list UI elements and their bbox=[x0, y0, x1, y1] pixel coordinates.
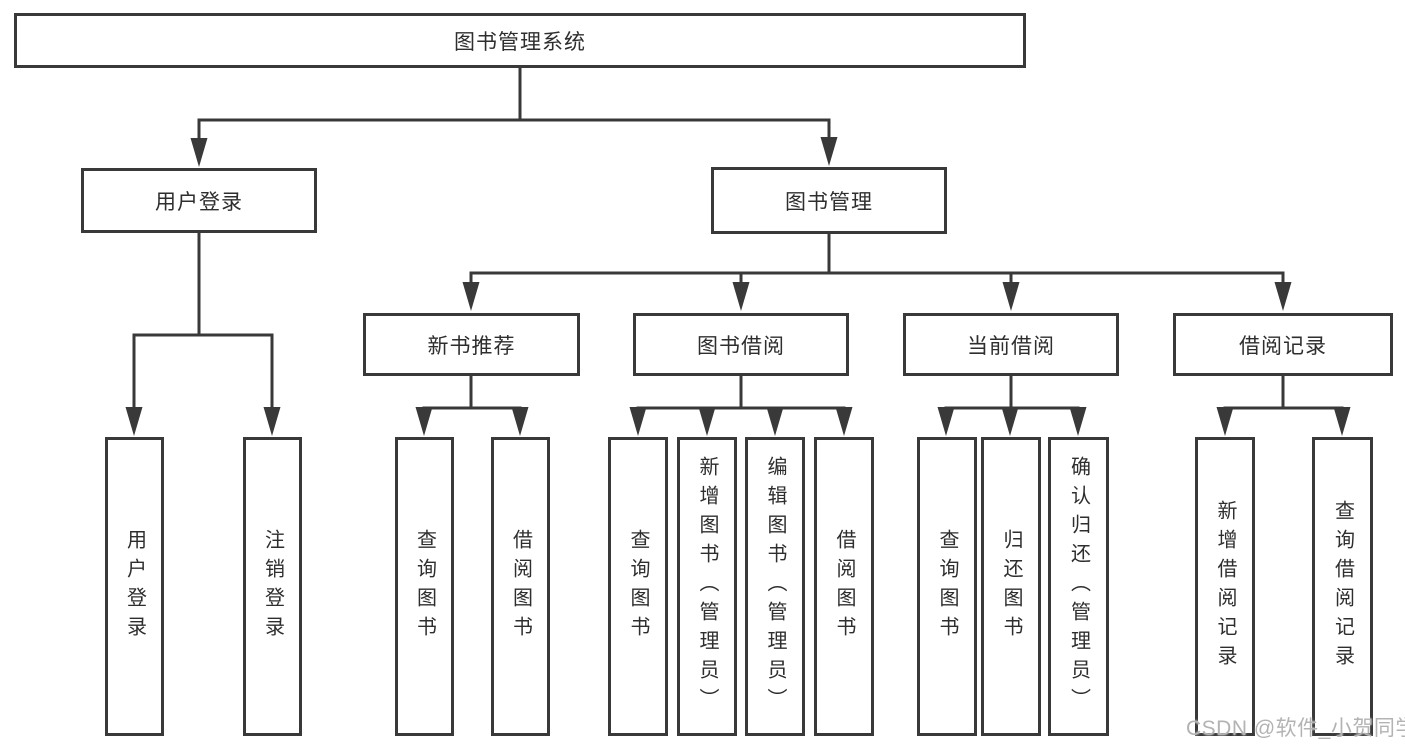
vertical-label: 新增借阅记录 bbox=[1214, 499, 1236, 674]
arrowhead bbox=[1001, 407, 1019, 436]
node-book-borrowing: 图书借阅 bbox=[633, 313, 849, 376]
leaf-edit-books-admin: 编辑图书（管理员） bbox=[745, 437, 805, 736]
leaf-confirm-return-admin: 确认归还（管理员） bbox=[1048, 437, 1109, 736]
vertical-label: 新增图书（管理员） bbox=[696, 456, 718, 717]
vertical-label: 查询图书 bbox=[936, 528, 958, 645]
vertical-label: 归还图书 bbox=[1000, 528, 1022, 645]
arrowhead bbox=[1069, 407, 1087, 436]
arrowhead bbox=[1274, 282, 1292, 311]
vertical-label: 借阅图书 bbox=[509, 528, 532, 645]
arrowhead bbox=[732, 282, 750, 311]
arrowhead bbox=[1333, 407, 1351, 436]
arrowhead bbox=[937, 407, 955, 436]
arrowhead bbox=[835, 407, 853, 436]
vertical-label: 用户登录 bbox=[123, 528, 146, 645]
node-library-system: 图书管理系统 bbox=[14, 13, 1026, 68]
vertical-label: 查询借阅记录 bbox=[1331, 499, 1354, 674]
arrowhead bbox=[511, 407, 529, 436]
arrowhead-group bbox=[125, 137, 1351, 436]
leaf-query-books-current: 查询图书 bbox=[917, 437, 977, 736]
arrowhead bbox=[698, 407, 716, 436]
leaf-add-books-admin: 新增图书（管理员） bbox=[677, 437, 737, 736]
vertical-label: 查询图书 bbox=[413, 528, 436, 645]
leaf-query-books-borrowing: 查询图书 bbox=[608, 437, 668, 736]
leaf-borrow-books-borrowing: 借阅图书 bbox=[814, 437, 874, 736]
arrowhead bbox=[1216, 407, 1234, 436]
vertical-label: 编辑图书（管理员） bbox=[764, 456, 786, 717]
connector-path-group bbox=[132, 67, 1344, 414]
node-new-book-recommendation: 新书推荐 bbox=[363, 313, 580, 376]
leaf-user-login: 用户登录 bbox=[105, 437, 164, 736]
watermark: CSDN @软件_小贺同学 bbox=[1186, 717, 1405, 740]
leaf-query-borrow-record: 查询借阅记录 bbox=[1312, 437, 1373, 736]
vertical-label: 确认归还（管理员） bbox=[1067, 456, 1090, 717]
arrowhead bbox=[263, 407, 281, 436]
arrowhead bbox=[1002, 282, 1020, 311]
leaf-return-books: 归还图书 bbox=[981, 437, 1041, 736]
arrowhead bbox=[629, 407, 647, 436]
arrowhead bbox=[820, 137, 838, 166]
leaf-logout-login: 注销登录 bbox=[243, 437, 302, 736]
arrowhead bbox=[766, 407, 784, 436]
leaf-query-books-recommend: 查询图书 bbox=[395, 437, 454, 736]
arrowhead bbox=[125, 407, 143, 436]
leaf-borrow-books-recommend: 借阅图书 bbox=[491, 437, 550, 736]
node-user-login: 用户登录 bbox=[81, 168, 317, 233]
node-book-management: 图书管理 bbox=[711, 167, 947, 234]
node-current-borrowing: 当前借阅 bbox=[903, 313, 1119, 376]
vertical-label: 查询图书 bbox=[627, 528, 649, 645]
arrowhead bbox=[415, 407, 433, 436]
leaf-add-borrow-record: 新增借阅记录 bbox=[1195, 437, 1255, 736]
vertical-label: 注销登录 bbox=[261, 528, 284, 645]
vertical-label: 借阅图书 bbox=[833, 528, 855, 645]
node-borrowing-records: 借阅记录 bbox=[1173, 313, 1393, 376]
arrowhead bbox=[462, 282, 480, 311]
arrowhead bbox=[190, 138, 208, 167]
